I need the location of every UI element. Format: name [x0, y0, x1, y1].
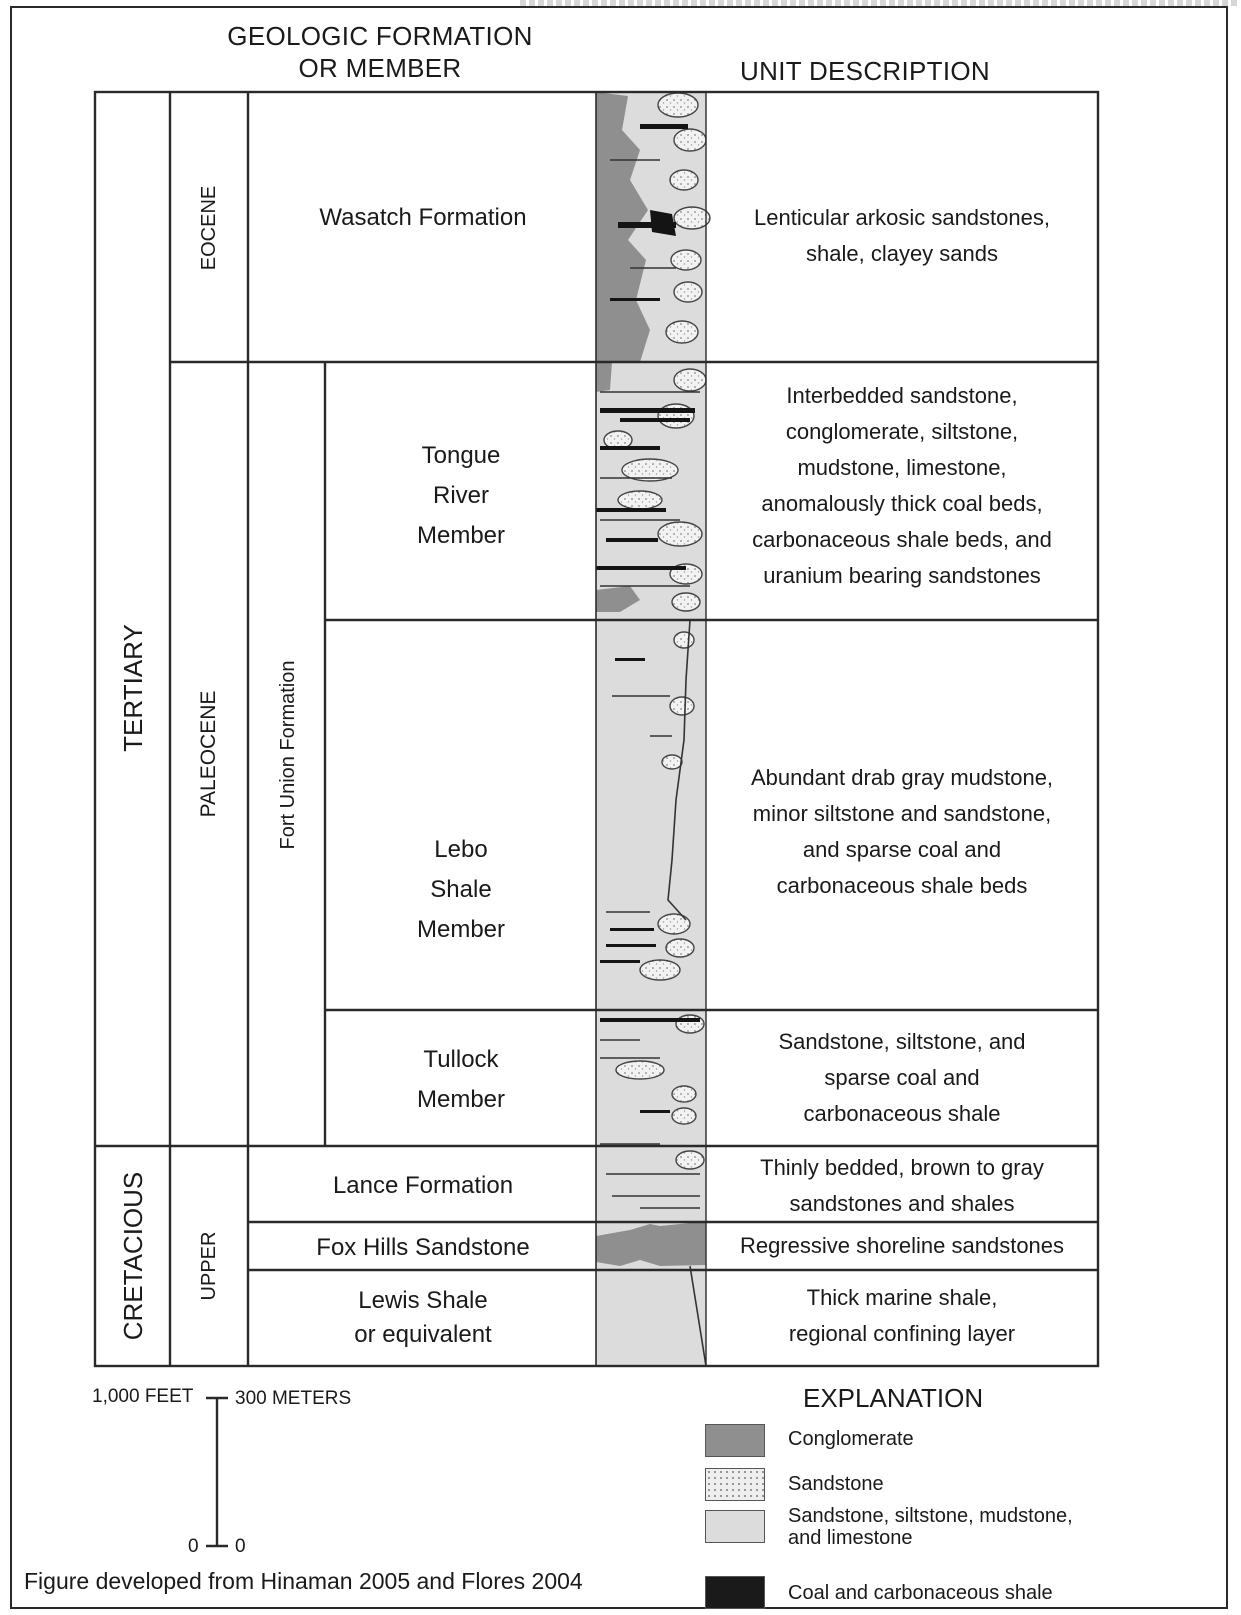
legend-swatch-coal — [705, 1576, 765, 1609]
legend-swatch-sandstone — [705, 1468, 765, 1501]
legend-title: EXPLANATION — [803, 1383, 984, 1413]
unit-name-tullock: Tullock Member — [416, 1046, 506, 1113]
legend-swatch-conglomerate — [705, 1424, 765, 1457]
unit-description-tongue-river: Interbedded sandstone, conglomerate, sil… — [752, 383, 1052, 588]
lithology-column — [596, 92, 711, 1367]
scale-bar — [206, 1396, 228, 1548]
unit-name-tongue-river: Tongue River Member — [416, 442, 506, 549]
period-tertiary: TERTIARY — [118, 624, 148, 752]
unit-name-lebo-shale: Lebo Shale Member — [416, 836, 506, 943]
unit-name-wasatch: Wasatch Formation — [319, 204, 527, 231]
scale-meters-top: 300 METERS — [235, 1388, 352, 1409]
figure-frame — [10, 6, 1228, 1609]
table-grid — [93, 90, 1100, 1368]
unit-description-lebo-shale: Abundant drab gray mudstone, minor silts… — [750, 765, 1054, 898]
unit-name-fox-hills: Fox Hills Sandstone — [316, 1234, 530, 1261]
unit-description-wasatch: Lenticular arkosic sandstones, shale, cl… — [754, 205, 1050, 266]
legend-label-conglomerate: Conglomerate — [788, 1428, 914, 1450]
header-description: UNIT DESCRIPTION — [740, 56, 990, 86]
fort-union-formation-label: Fort Union Formation — [277, 660, 299, 850]
epoch-paleocene: PALEOCENE — [197, 690, 220, 818]
period-cretaceous: CRETACIOUS — [118, 1171, 148, 1341]
scale-feet-zero: 0 — [188, 1536, 199, 1557]
epoch-upper: UPPER — [198, 1231, 220, 1301]
figure-caption: Figure developed from Hinaman 2005 and F… — [24, 1568, 583, 1594]
scale-meters-zero: 0 — [235, 1536, 246, 1557]
legend-swatch-mixed-clastics — [705, 1510, 765, 1543]
legend-label-mixed-clastics: Sandstone, siltstone, mudstone, and lime… — [788, 1505, 1073, 1549]
epoch-eocene: EOCENE — [198, 185, 220, 271]
unit-name-lewis-shale: Lewis Shale or equivalent — [354, 1287, 492, 1348]
unit-name-lance: Lance Formation — [332, 1172, 514, 1199]
unit-description-lance: Thinly bedded, brown to gray sandstones … — [760, 1155, 1044, 1216]
unit-description-lewis-shale: Thick marine shale, regional confining l… — [788, 1285, 1016, 1346]
unit-description-tullock: Sandstone, siltstone, and sparse coal an… — [778, 1029, 1026, 1126]
unit-description-fox-hills: Regressive shoreline sandstones — [739, 1233, 1065, 1258]
header-formation: GEOLOGIC FORMATION OR MEMBER — [227, 21, 533, 83]
legend-label-coal: Coal and carbonaceous shale — [788, 1582, 1053, 1604]
scale-feet-top: 1,000 FEET — [92, 1386, 194, 1407]
top-edge-artifact — [520, 0, 1240, 6]
legend-label-sandstone: Sandstone — [788, 1473, 884, 1495]
